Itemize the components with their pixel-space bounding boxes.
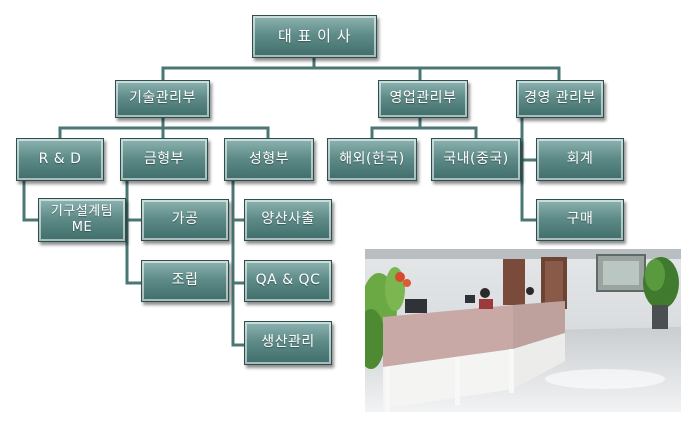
accounting-box: 회계 — [536, 138, 624, 181]
overseas-label: 해외(한국) — [339, 150, 405, 167]
molding-dept-label: 성형부 — [248, 150, 290, 167]
domestic-label: 국내(중국) — [443, 150, 509, 167]
ceo-box: 대 표 이 사 — [252, 15, 377, 58]
mold-dept-label: 금형부 — [143, 150, 185, 167]
business-management-box: 경영 관리부 — [516, 80, 604, 118]
office-photo — [365, 249, 681, 412]
mold-dept-box: 금형부 — [120, 138, 208, 181]
purchasing-label: 구매 — [566, 211, 594, 228]
business-management-label: 경영 관리부 — [524, 90, 596, 107]
design-team-code: ME — [71, 220, 93, 235]
sales-management-label: 영업관리부 — [389, 90, 457, 107]
design-team-label: 기구설계팀 — [50, 203, 114, 219]
ceo-label: 대 표 이 사 — [277, 27, 351, 46]
design-team-box: 기구설계팀 ME — [38, 198, 126, 242]
accounting-label: 회계 — [566, 150, 594, 167]
rnd-box: R & D — [16, 138, 104, 181]
overseas-box: 해외(한국) — [327, 138, 417, 181]
sales-management-box: 영업관리부 — [378, 80, 468, 118]
qa-qc-label: QA & QC — [255, 272, 321, 289]
injection-label: 양산사출 — [261, 211, 315, 228]
assembly-label: 조립 — [171, 272, 199, 289]
purchasing-box: 구매 — [536, 199, 624, 241]
injection-box: 양산사출 — [244, 199, 332, 241]
processing-label: 가공 — [171, 211, 199, 228]
production-management-box: 생산관리 — [244, 321, 332, 365]
tech-management-box: 기술관리부 — [115, 80, 210, 118]
assembly-box: 조립 — [141, 260, 229, 302]
tech-management-label: 기술관리부 — [129, 90, 196, 107]
molding-dept-box: 성형부 — [224, 138, 314, 181]
processing-box: 가공 — [141, 199, 229, 241]
qa-qc-box: QA & QC — [244, 260, 332, 302]
domestic-box: 국내(중국) — [431, 138, 521, 181]
rnd-label: R & D — [38, 150, 82, 167]
production-management-label: 생산관리 — [261, 334, 315, 351]
